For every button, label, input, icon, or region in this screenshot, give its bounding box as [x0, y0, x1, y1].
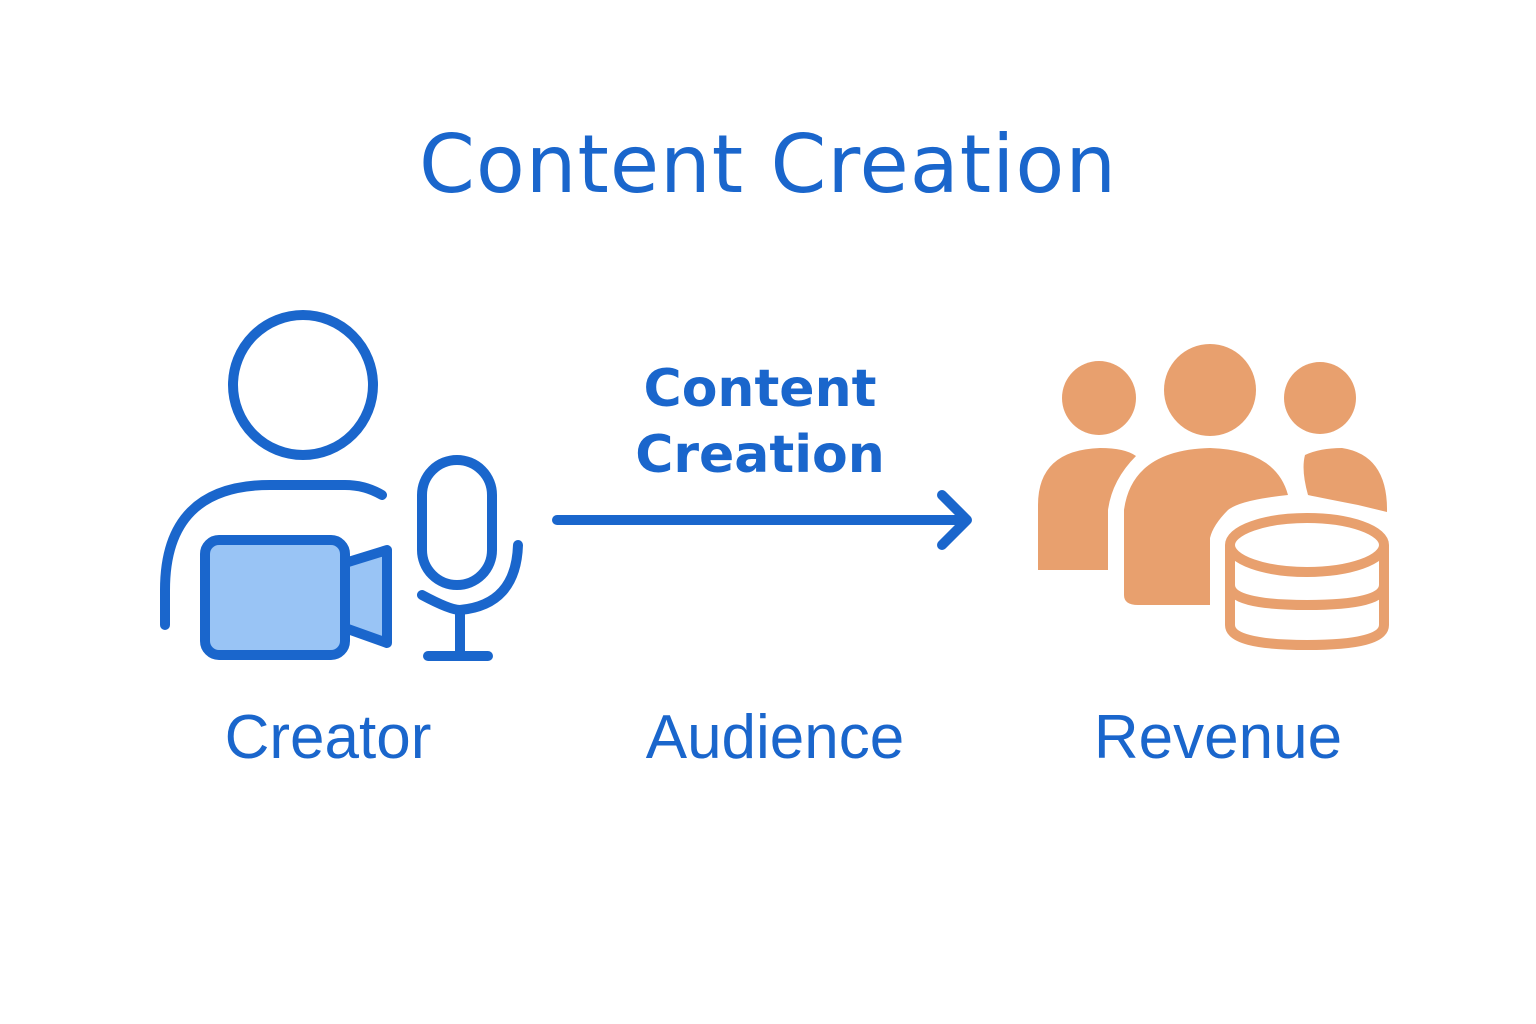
audience-revenue-icon: [1038, 344, 1389, 651]
head-icon: [228, 310, 378, 460]
creator-icon: [160, 310, 523, 661]
arrow-right-icon: [552, 490, 972, 550]
diagram-title: Content Creation: [418, 118, 1118, 211]
shoulders-icon: [160, 480, 387, 630]
microphone-icon: [417, 455, 523, 661]
node-label-audience: Audience: [645, 703, 905, 772]
coins-icon: [1225, 513, 1389, 651]
arrow-label-line1: Content: [643, 359, 877, 419]
video-camera-icon: [200, 535, 392, 660]
node-label-creator: Creator: [224, 703, 432, 772]
arrow-label: Content Creation: [560, 356, 960, 488]
arrow-label-line2: Creation: [635, 425, 885, 485]
group-icon: [1038, 344, 1388, 605]
node-label-revenue: Revenue: [1093, 703, 1343, 772]
